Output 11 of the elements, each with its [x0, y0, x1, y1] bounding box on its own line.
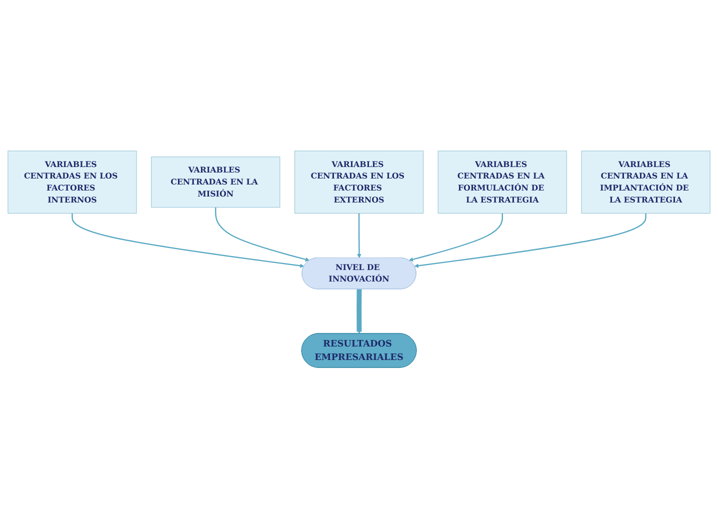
arrow: [414, 214, 646, 268]
node-box: [438, 150, 567, 214]
node-box: [581, 150, 710, 214]
arrow: [215, 208, 310, 262]
arrow: [356, 289, 362, 334]
node-box: [8, 150, 137, 214]
node-box: [294, 150, 424, 214]
node-box: [151, 156, 280, 208]
arrow: [72, 214, 304, 268]
arrow: [408, 214, 503, 262]
arrow: [357, 214, 362, 258]
